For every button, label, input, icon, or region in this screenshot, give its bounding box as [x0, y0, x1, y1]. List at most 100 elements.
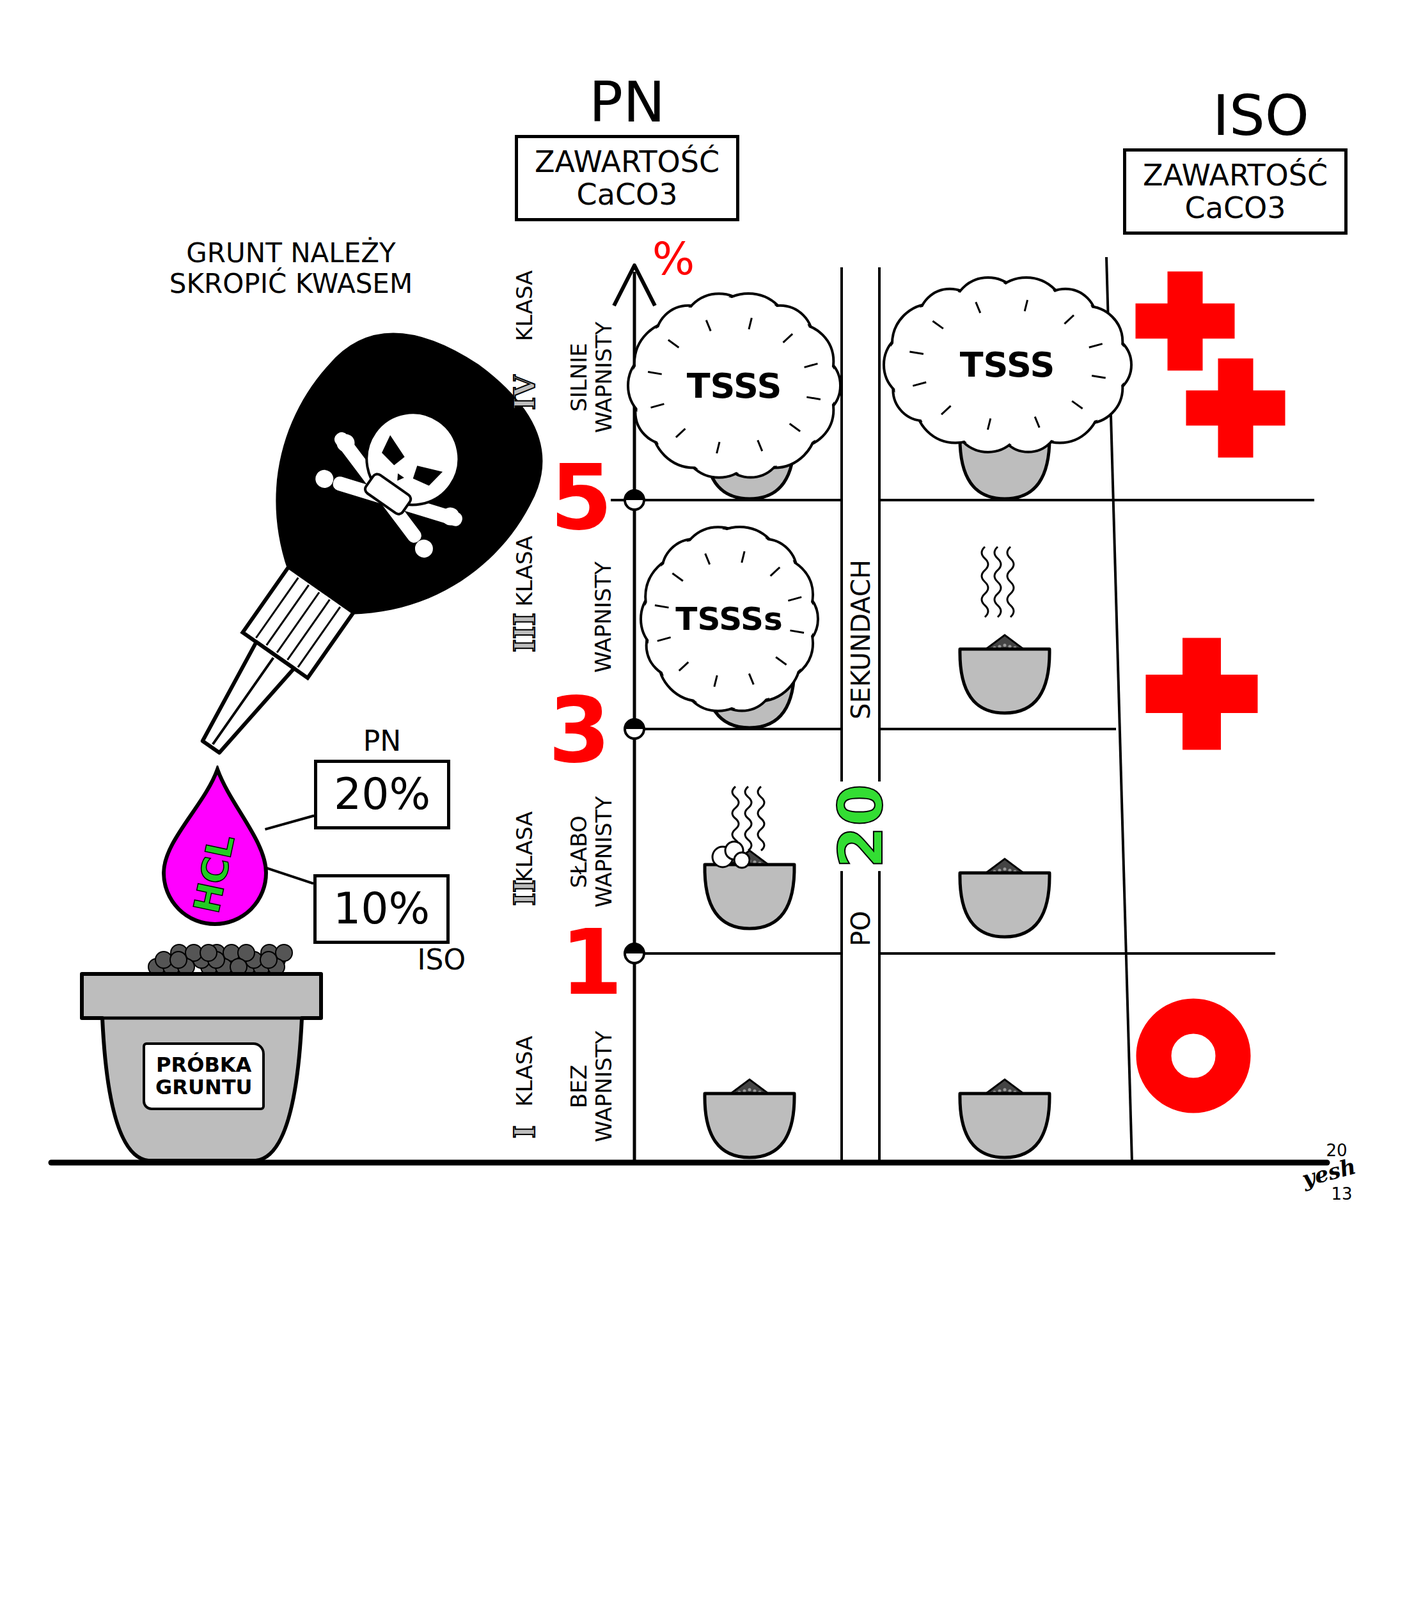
threshold-number: 5 [550, 446, 613, 550]
burst-line [1064, 314, 1074, 323]
bowl [959, 858, 1050, 937]
sample-pot [81, 974, 322, 1161]
steam-line [745, 786, 752, 851]
burst-line [787, 597, 802, 602]
content-box: ISOZAWARTOŚĆ CaCO3 [1123, 148, 1348, 235]
burst-line [932, 320, 943, 329]
concentration-box: PN20% [314, 759, 451, 830]
burst-line [647, 372, 662, 375]
burst-line [975, 301, 980, 313]
burst-line [1091, 375, 1106, 378]
skull-jaw [363, 471, 413, 517]
sound-effect: TSSS [686, 365, 783, 407]
steam-line [757, 786, 765, 851]
class-name: SILNIE WAPNISTY [566, 313, 617, 442]
burst-line [656, 637, 671, 642]
burst-line [770, 567, 780, 576]
plus-symbol [1146, 638, 1258, 751]
bowl-body [959, 872, 1050, 937]
class-word: KLASA [512, 1036, 538, 1108]
burst-line [1071, 400, 1083, 409]
burst-line [757, 440, 763, 451]
fizz-cloud: TSSSs [638, 523, 821, 716]
plus-symbol [1186, 358, 1286, 458]
burst-line [775, 657, 787, 666]
zero-symbol [1153, 1016, 1234, 1096]
column-line [840, 267, 843, 1163]
burst-line [741, 551, 744, 563]
class-name: WAPNISTY [590, 561, 616, 673]
box-heading: ISO [417, 945, 467, 975]
box-text: 10% [333, 885, 430, 934]
column-line [878, 267, 881, 1163]
acid-drop: HCL [158, 765, 271, 929]
soil-grain [748, 1088, 752, 1092]
burst-line [912, 381, 927, 386]
box-text: PRÓBKA GRUNTU [155, 1053, 252, 1099]
box-text: ZAWARTOŚĆ CaCO3 [1142, 159, 1328, 224]
bottle-nozzle [191, 642, 294, 761]
skull-nose [393, 473, 405, 483]
bowl [959, 635, 1050, 714]
class-word: KLASA [512, 270, 538, 342]
shelf-line [879, 727, 1117, 731]
bowl-body [704, 1093, 795, 1158]
burst-line [789, 424, 801, 432]
axis-marker [624, 490, 645, 510]
burst-line [704, 553, 710, 565]
text-holder: HCL [158, 823, 271, 926]
burst-line [789, 630, 804, 634]
burst-line [651, 404, 665, 409]
text-holder: TSSS [881, 273, 1134, 456]
burst-line [654, 605, 669, 609]
burst-line [716, 441, 720, 454]
bowl-body [704, 864, 795, 929]
soil-grain [1003, 644, 1007, 648]
axis-marker [624, 943, 645, 964]
axis-marker [624, 719, 645, 739]
bone-end [438, 503, 464, 529]
bone-end [411, 535, 437, 561]
class-numeral: I [509, 1125, 542, 1140]
time-number: 20 [830, 781, 892, 872]
cloud-fill [917, 310, 1098, 420]
bowl [959, 1079, 1050, 1158]
box-text: 20% [333, 770, 431, 819]
box-heading: PN [589, 74, 666, 131]
leader-line [265, 867, 315, 884]
class-word: KLASA [512, 535, 538, 607]
shelf-line [879, 952, 1276, 955]
axis-arrowhead [613, 265, 655, 306]
pot-rim-line [102, 1016, 302, 1021]
soil-grain [1003, 867, 1007, 872]
text-holder: TSSS [625, 289, 843, 482]
instruction-note: GRUNT NALEŻY SKROPIĆ KWASEM [150, 237, 432, 300]
sound-effect: TSSSs [675, 600, 783, 638]
steam-line [981, 546, 989, 618]
text-holder: TSSSs [638, 523, 821, 716]
burst-line [1024, 299, 1028, 312]
bowl [704, 1079, 795, 1158]
shelf-line [879, 498, 1315, 502]
cloud-fill [663, 328, 805, 444]
concentration-box: 10%ISO [313, 874, 450, 944]
burst-line [1034, 416, 1040, 428]
fizz-cloud: TSSS [625, 289, 843, 482]
plus-symbol [1135, 271, 1235, 371]
burst-line [941, 405, 952, 414]
leader-line [265, 816, 315, 830]
nozzle-channel [212, 658, 274, 745]
steam-line [1007, 546, 1014, 618]
sound-effect: TSSS [959, 344, 1056, 386]
burst-line [672, 573, 683, 581]
class-numeral: II [509, 879, 542, 906]
burst-line [713, 675, 717, 687]
burst-line [678, 661, 689, 671]
class-numeral: IV [509, 375, 542, 411]
pebble [260, 951, 277, 969]
burst-line [748, 673, 754, 685]
sample-label: PRÓBKA GRUNTU [142, 1042, 265, 1111]
box-heading: ISO [1212, 87, 1310, 144]
axis-marker-half [624, 719, 645, 730]
